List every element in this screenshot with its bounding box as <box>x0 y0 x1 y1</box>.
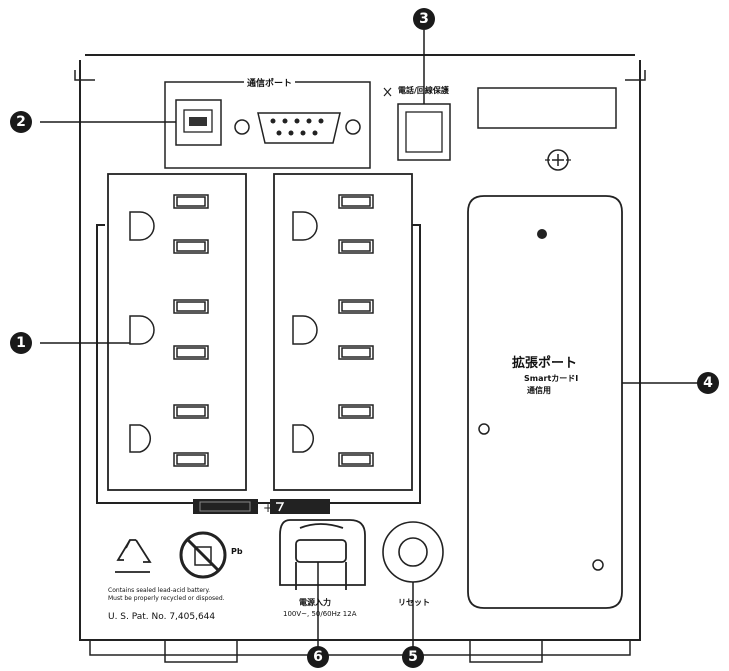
outlet-column-right <box>273 173 413 491</box>
outlet-column-left <box>107 173 247 491</box>
network-surge-jack <box>383 87 451 161</box>
ups-housing <box>74 54 646 656</box>
power-rating-label: 100V~, 50/60Hz 12A <box>283 610 357 618</box>
housing-feet <box>164 639 543 663</box>
outlet-legend-bar: + <box>193 499 330 515</box>
battery-legend-line-1: Contains sealed lead-acid battery. <box>108 587 211 594</box>
outlet-bank-bracket <box>96 224 421 504</box>
comm-port-label: 通信ポート <box>244 76 296 89</box>
callout-6: 6 <box>307 646 329 668</box>
reset-label: リセット <box>398 598 430 607</box>
expansion-sub-label-1: SmartカードI <box>524 374 579 383</box>
patent-label: U. S. Pat. No. 7,405,644 <box>108 612 216 622</box>
power-input-label: 電源入力 <box>299 598 331 607</box>
callout-1: 1 <box>10 332 32 354</box>
callout-5: 5 <box>402 646 424 668</box>
outlet <box>129 194 374 467</box>
svg-text:+: + <box>263 501 273 515</box>
pb-label: Pb <box>231 547 243 556</box>
recycle-icon <box>115 539 152 573</box>
expansion-port-cover <box>467 195 623 609</box>
label-plate <box>477 87 617 129</box>
reset-button-graphic <box>382 521 444 583</box>
callout-2: 2 <box>10 111 32 133</box>
expansion-port-label: 拡張ポート <box>512 356 578 371</box>
network-surge-label: 電話/回線保護 <box>398 86 449 95</box>
expansion-sub-label-2: 通信用 <box>527 386 551 395</box>
callout-leaders <box>40 30 702 647</box>
power-input-connector <box>279 519 366 590</box>
callout-3: 3 <box>413 8 435 30</box>
ground-screw <box>545 149 571 171</box>
callout-4: 4 <box>697 372 719 394</box>
no-trash-icon <box>179 531 227 579</box>
communication-port-panel <box>164 81 371 169</box>
battery-legend-line-2: Must be properly recycled or disposed. <box>108 595 225 602</box>
